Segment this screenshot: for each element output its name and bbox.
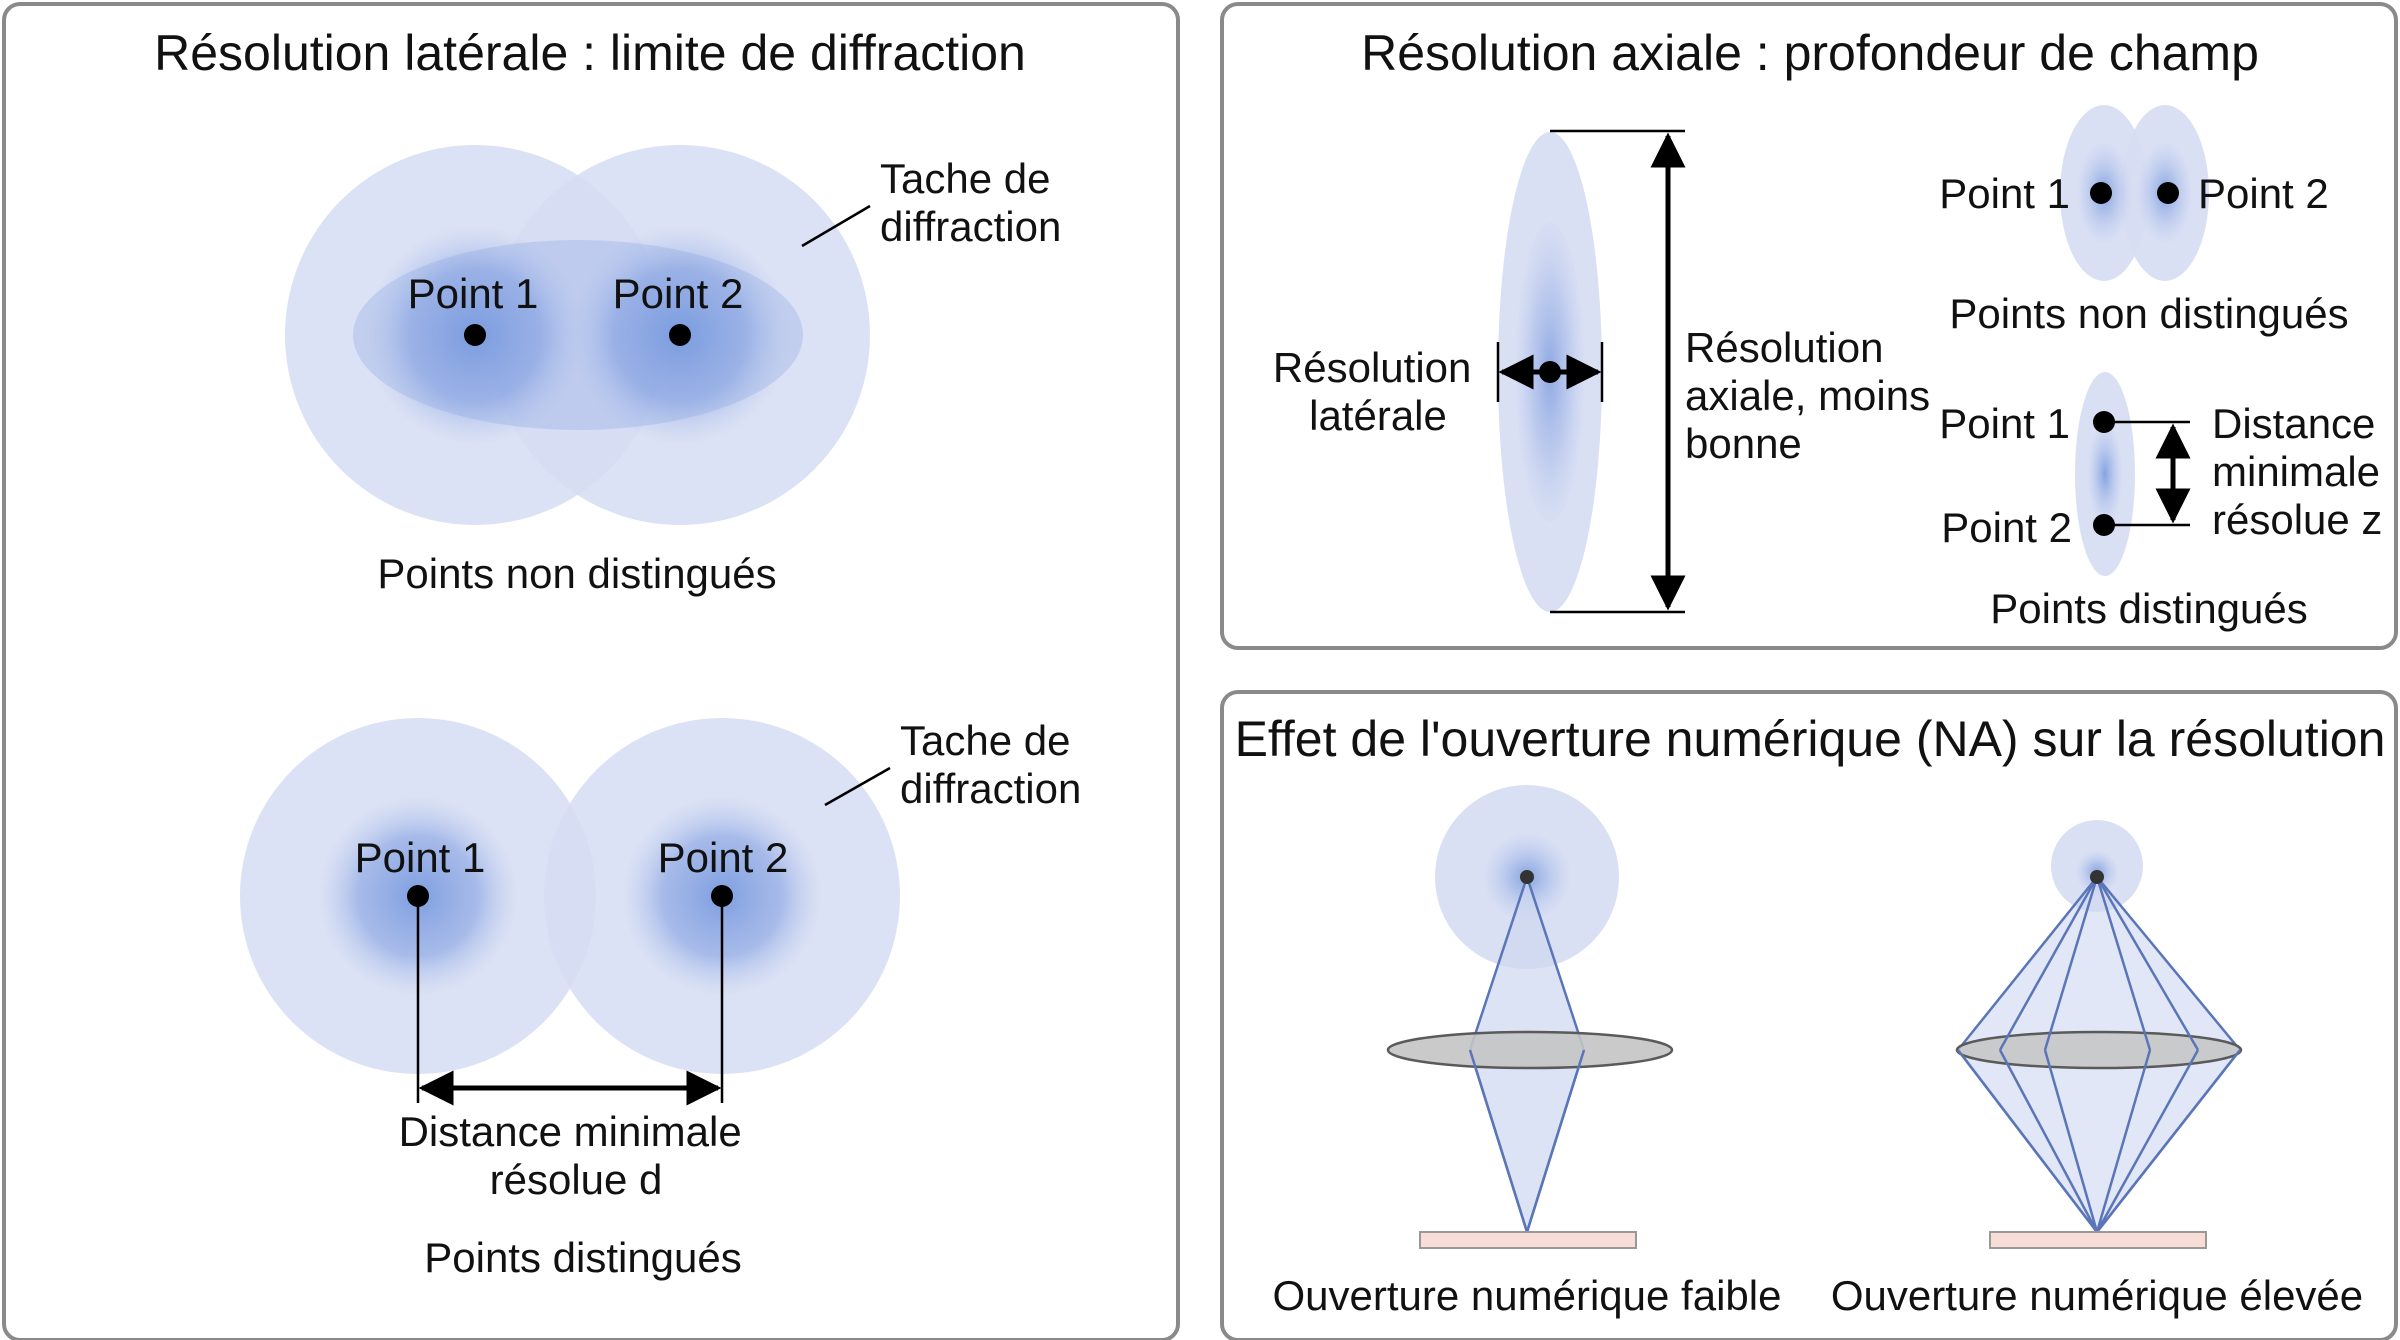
z-distance-label: Distance minimale résolue z: [2212, 400, 2392, 543]
high-na-ray: [2095, 1049, 2200, 1233]
axial-stacked-core: [2087, 420, 2123, 528]
tache-label: Tache de diffraction: [880, 155, 1062, 250]
resolved-caption: Points distingués: [424, 1234, 742, 1281]
low-na-illustration: [1386, 785, 1674, 1249]
axial-resolution-label: Résolution axiale, moins bonne: [1685, 324, 1942, 467]
unresolved-diffraction-spots: [285, 145, 870, 525]
lateral-resolution-label-line-2: latérale: [1309, 392, 1447, 439]
tache-leader-line: [824, 766, 891, 807]
tache-label-line-2: diffraction: [880, 203, 1061, 250]
high-na-ray: [2095, 876, 2152, 1051]
low-na-sample: [1419, 1231, 1637, 1249]
point-2-label: Point 2: [658, 834, 789, 881]
high-na-ray: [1957, 1049, 2098, 1233]
low-na-lens: [1386, 1030, 1674, 1070]
upper-point-2-label: Point 2: [2198, 170, 2329, 217]
point-1-label: Point 1: [355, 834, 486, 881]
axial-resolution-label-line-3: bonne: [1685, 420, 1802, 467]
axial-resolution-label-line-2: axiale, moins: [1685, 372, 1930, 419]
low-na-caption: Ouverture numérique faible: [1273, 1272, 1782, 1319]
z-distance-label-line-1: Distance: [2212, 400, 2375, 447]
high-na-ray: [2043, 1049, 2099, 1233]
upper-point-1-dot: [2090, 182, 2112, 204]
axial-unresolved-spots: [2060, 105, 2209, 281]
high-na-ray: [1998, 876, 2099, 1051]
high-na-ray: [2043, 876, 2099, 1051]
high-na-caption: Ouverture numérique élevée: [1831, 1272, 2363, 1319]
upper-point-2-dot: [2157, 182, 2179, 204]
lower-point-1-label: Point 1: [1939, 400, 2070, 447]
upper-point-1-label: Point 1: [1939, 170, 2070, 217]
tache-label-line-1: Tache de: [880, 155, 1050, 202]
high-na-rays: [1957, 876, 2241, 1233]
lateral-resolution-label: Résolution latérale: [1273, 344, 1483, 439]
high-na-ray: [2096, 1049, 2241, 1233]
tache-label-line-2: diffraction: [900, 765, 1081, 812]
point-1-label: Point 1: [408, 270, 539, 317]
axial-resolution-label-line-1: Résolution: [1685, 324, 1883, 371]
axial-resolved-spots: [2075, 372, 2135, 576]
aperture-title: Effet de l'ouverture numérique (NA) sur …: [1235, 711, 2386, 767]
low-na-cone-right: [1525, 1049, 1586, 1233]
high-na-ray: [2095, 876, 2200, 1051]
distance-label-line-2: résolue d: [490, 1156, 663, 1203]
distance-label: Distance minimale résolue d: [399, 1108, 754, 1203]
high-na-ray: [2095, 1049, 2152, 1233]
tache-label-line-1: Tache de: [900, 717, 1070, 764]
axial-point-dot: [1539, 361, 1561, 383]
high-na-lens: [1955, 1030, 2243, 1070]
z-distance-label-line-3: résolue z: [2212, 496, 2382, 543]
panel-aperture: [1220, 690, 2398, 1340]
lateral-title: Résolution latérale : limite de diffract…: [154, 25, 1026, 81]
lateral-resolution-label-line-1: Résolution: [1273, 344, 1471, 391]
high-na-illustration: [1955, 820, 2243, 1249]
axial-title: Résolution axiale : profondeur de champ: [1361, 25, 2259, 81]
z-distance-label-line-2: minimale: [2212, 448, 2380, 495]
tache-label: Tache de diffraction: [900, 717, 1082, 812]
lower-caption: Points distingués: [1990, 585, 2308, 632]
tache-leader-line: [801, 204, 871, 248]
point-1-dot: [464, 324, 486, 346]
point-2-label: Point 2: [613, 270, 744, 317]
low-na-cone-left: [1468, 1049, 1529, 1233]
high-na-sample: [1989, 1231, 2207, 1249]
lower-point-2-label: Point 2: [1941, 504, 2072, 551]
high-na-ray: [1998, 1049, 2099, 1233]
low-na-focus-dot: [1520, 870, 1534, 884]
high-na-focus-dot: [2090, 870, 2104, 884]
distance-label-line-1: Distance minimale: [399, 1108, 742, 1155]
unresolved-caption: Points non distingués: [377, 550, 776, 597]
point-2-dot: [669, 324, 691, 346]
upper-caption: Points non distingués: [1949, 290, 2348, 337]
